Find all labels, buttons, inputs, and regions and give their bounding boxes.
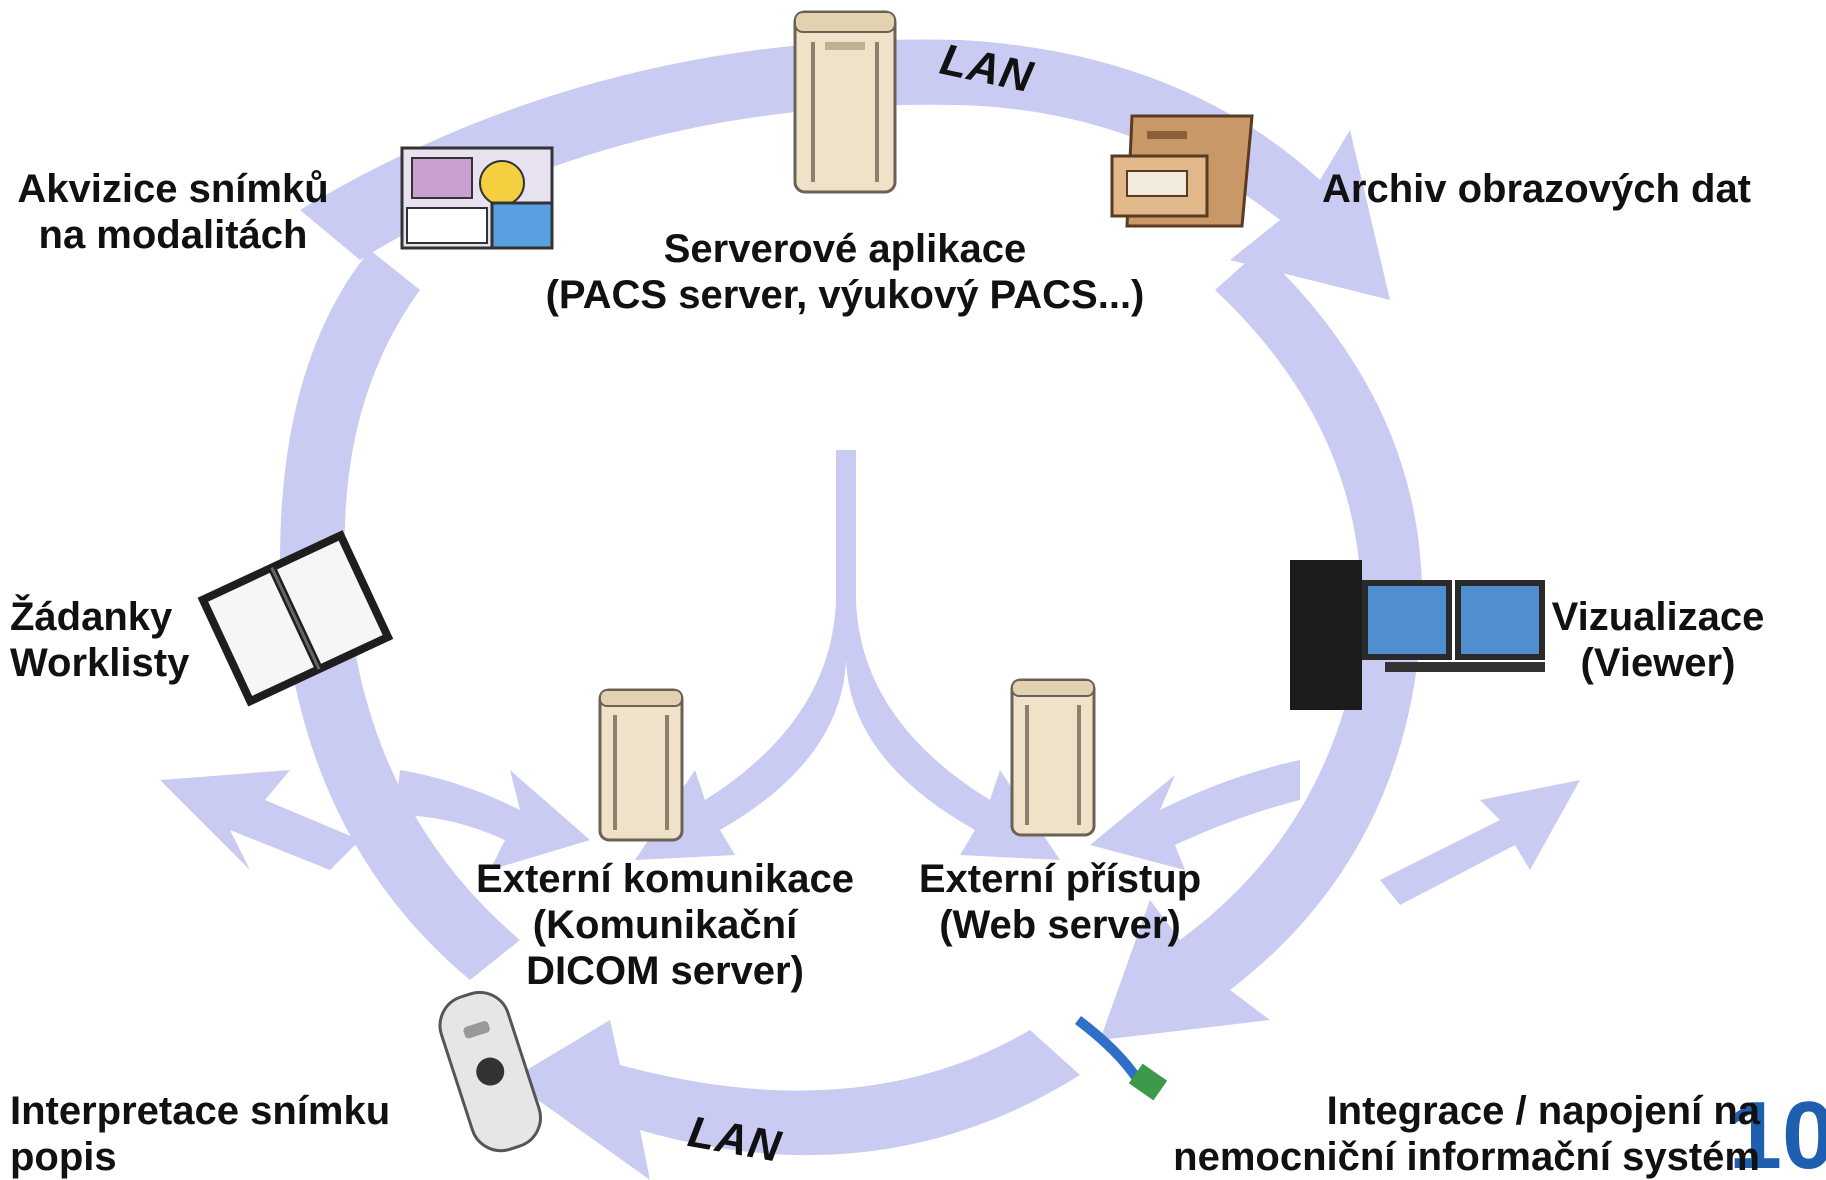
branch-arrow-right xyxy=(1380,780,1580,905)
label-ext-comm-line2: (Komunikační xyxy=(532,903,798,947)
label-ext-comm-line3: DICOM server) xyxy=(526,949,804,993)
ring-arrow-lower-right xyxy=(1100,640,1420,1040)
dictaphone-icon xyxy=(438,990,542,1153)
label-visualization-line1: Vizualizace xyxy=(1551,595,1765,639)
label-servers-line1: Serverové aplikace xyxy=(663,227,1027,271)
label-integration-line2: nemocniční informační systém xyxy=(1173,1135,1760,1179)
label-visualization: Vizualizace (Viewer) xyxy=(1538,594,1778,686)
label-visualization-line2: (Viewer) xyxy=(1580,641,1736,685)
label-ext-comm: Externí komunikace (Komunikační DICOM se… xyxy=(455,856,875,994)
label-interpretation: Interpretace snímku popis xyxy=(10,1088,390,1180)
dual-monitor-workstation-icon xyxy=(1290,560,1545,710)
label-requests: Žádanky Worklisty xyxy=(10,594,189,686)
ring-arrow-left xyxy=(280,250,520,980)
branch-arrow-right-inner xyxy=(1090,760,1300,870)
server-tower-icon xyxy=(598,688,684,842)
fork-arrow xyxy=(635,450,1060,860)
file-cabinet-icon xyxy=(1110,114,1254,228)
modality-workstation-icon xyxy=(400,146,554,250)
ring-arrows xyxy=(160,39,1580,1180)
label-interpretation-line2: popis xyxy=(10,1135,117,1179)
server-tower-icon xyxy=(1010,678,1096,837)
label-ext-access: Externí přístup (Web server) xyxy=(900,856,1220,948)
label-acquisition-line1: Akvizice snímků xyxy=(17,167,329,211)
ring-arrow-top xyxy=(300,39,1390,300)
label-servers: Serverové aplikace (PACS server, výukový… xyxy=(530,226,1160,318)
label-requests-line2: Worklisty xyxy=(10,641,190,685)
label-integration-line1: Integrace / napojení na xyxy=(1326,1089,1760,1133)
label-archive-line1: Archiv obrazových dat xyxy=(1322,167,1752,211)
label-interpretation-line1: Interpretace snímku xyxy=(10,1089,391,1133)
label-requests-line1: Žádanky xyxy=(10,595,173,639)
branch-arrow-left xyxy=(160,770,360,870)
network-cable-icon xyxy=(1074,1016,1168,1101)
branch-arrow-left-inner xyxy=(395,770,590,870)
open-book-icon xyxy=(197,530,394,707)
label-archive: Archiv obrazových dat xyxy=(1322,166,1751,212)
label-acquisition-line2: na modalitách xyxy=(38,213,308,257)
label-acquisition: Akvizice snímků na modalitách xyxy=(8,166,338,258)
label-servers-line2: (PACS server, výukový PACS...) xyxy=(545,273,1145,317)
label-ext-access-line2: (Web server) xyxy=(939,903,1181,947)
label-ext-access-line1: Externí přístup xyxy=(918,857,1202,901)
label-ext-comm-line1: Externí komunikace xyxy=(476,857,854,901)
server-tower-icon xyxy=(793,10,897,194)
page-number: 10 xyxy=(1729,1082,1826,1180)
ring-arrow-right xyxy=(1215,250,1422,640)
ring-arrow-bottom xyxy=(510,1020,1080,1180)
label-integration: Integrace / napojení na nemocniční infor… xyxy=(1100,1088,1760,1180)
